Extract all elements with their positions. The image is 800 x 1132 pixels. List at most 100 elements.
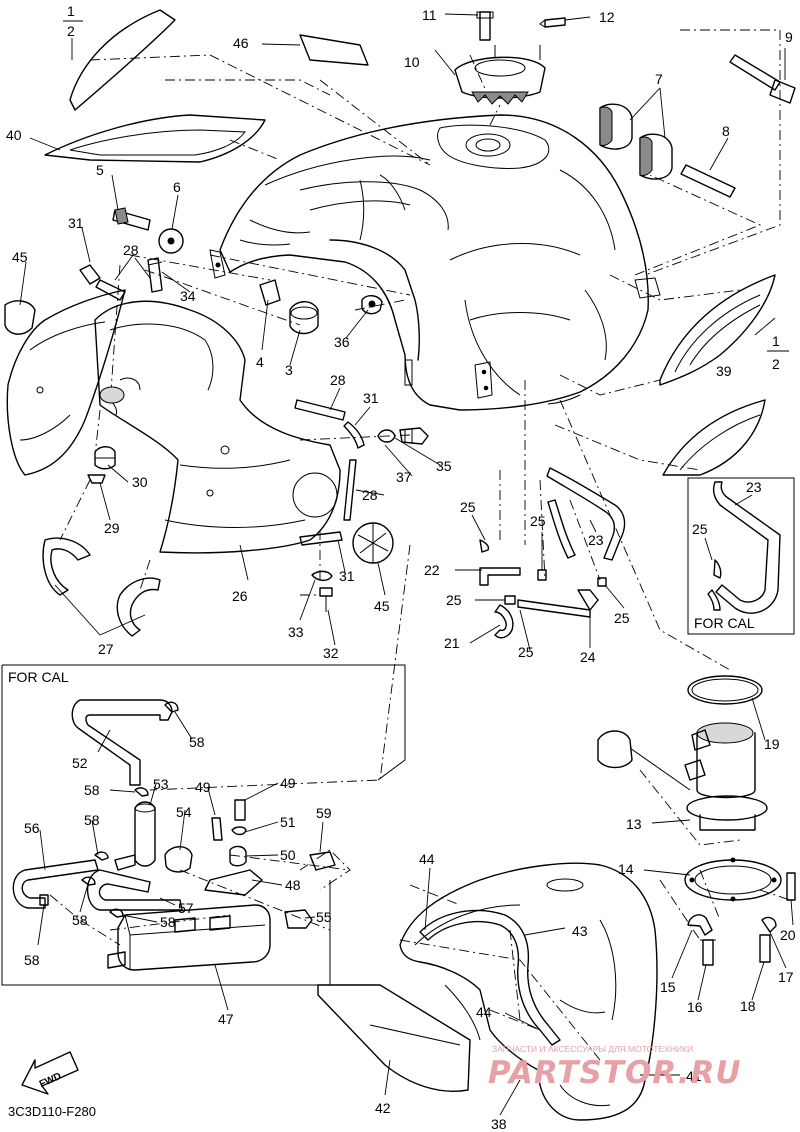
callout-5: 5	[96, 162, 104, 178]
callout-16: 16	[687, 999, 703, 1015]
callout-18: 18	[740, 998, 756, 1014]
graphic-decals	[44, 9, 776, 476]
fwd-label: FWD	[38, 1071, 63, 1090]
callout-58d: 58	[72, 912, 88, 928]
callout-27: 27	[98, 641, 114, 657]
callout-49a: 49	[195, 779, 211, 795]
callout-37: 37	[396, 469, 412, 485]
callout-1a: 1	[67, 3, 75, 19]
callout-38: 38	[491, 1116, 507, 1132]
callout-6: 6	[173, 179, 181, 195]
callout-58f: 58	[24, 952, 40, 968]
callout-26: 26	[232, 588, 248, 604]
callout-8: 8	[722, 123, 730, 139]
assembly-lines	[49, 29, 791, 1061]
callout-10: 10	[404, 54, 420, 70]
callout-25c: 25	[446, 592, 462, 608]
callout-56: 56	[24, 820, 40, 836]
callout-51: 51	[280, 814, 296, 830]
lower-tank-cover	[399, 862, 658, 1121]
for-cal-label-large: FOR CAL	[8, 669, 69, 685]
callout-7: 7	[655, 71, 663, 87]
callout-58b: 58	[84, 782, 100, 798]
fuel-pump-assembly	[597, 675, 796, 966]
callout-25d: 25	[614, 610, 630, 626]
callout-2a: 2	[67, 23, 75, 39]
for-cal-box-small	[687, 477, 795, 635]
callout-25e: 25	[518, 644, 534, 660]
fuel-tank-body	[209, 114, 661, 411]
callout-58c: 58	[84, 812, 100, 828]
callout-23a: 23	[588, 532, 604, 548]
callout-59: 59	[316, 805, 332, 821]
callout-28a: 28	[123, 242, 139, 258]
callout-17: 17	[778, 969, 794, 985]
callout-2b: 2	[772, 356, 780, 372]
callout-53: 53	[153, 776, 169, 792]
callout-31a: 31	[68, 215, 84, 231]
callout-58a: 58	[189, 734, 205, 750]
filler-cap-assembly	[454, 11, 566, 105]
callout-11: 11	[422, 7, 437, 23]
callout-12: 12	[599, 9, 615, 25]
callout-40: 40	[6, 127, 22, 143]
callout-57: 57	[178, 900, 194, 916]
callout-34: 34	[180, 288, 196, 304]
callout-numbers: 1 2 46 40 5 6 31 28 45 34 4 3 36 11 12 1…	[6, 3, 796, 1132]
callout-35: 35	[436, 458, 452, 474]
for-cal-box-large	[1, 664, 406, 1095]
callout-9: 9	[785, 29, 793, 45]
callout-42: 42	[375, 1100, 391, 1116]
callout-54: 54	[176, 804, 192, 820]
callout-19: 19	[764, 736, 780, 752]
callout-46: 46	[233, 35, 249, 51]
callout-21: 21	[444, 635, 460, 651]
callout-44b: 44	[476, 1004, 492, 1020]
callout-28c: 28	[362, 487, 378, 503]
callout-36: 36	[334, 334, 350, 350]
callout-1b: 1	[772, 333, 780, 349]
callout-52: 52	[72, 755, 88, 771]
small-hardware-center	[292, 399, 429, 612]
callout-48: 48	[285, 877, 301, 893]
callout-55: 55	[316, 909, 332, 925]
watermark: ЗАПЧАСТИ И АКСЕССУАРЫ ДЛЯ МОТОТЕХНИКИ PA…	[488, 1044, 742, 1091]
emblem-46	[299, 34, 369, 66]
callout-25f: 25	[692, 521, 708, 537]
mount-bolt-and-collars	[599, 54, 796, 198]
callout-31c: 31	[339, 568, 355, 584]
callout-47: 47	[218, 1011, 234, 1027]
protector-pad-42	[317, 984, 471, 1092]
callout-25b: 25	[530, 513, 546, 529]
callout-45a: 45	[12, 249, 28, 265]
fuel-hoses	[479, 467, 626, 639]
callout-41: 41	[686, 1068, 702, 1084]
fwd-indicator: FWD	[38, 1071, 63, 1090]
callout-4: 4	[256, 354, 264, 370]
diagram-code: 3C3D110-F280	[8, 1104, 96, 1119]
callout-3: 3	[285, 362, 293, 378]
small-hardware-left	[4, 207, 383, 637]
callout-24: 24	[580, 649, 596, 665]
callout-23b: 23	[746, 479, 762, 495]
callout-44a: 44	[419, 851, 435, 867]
callout-50: 50	[280, 847, 296, 863]
callout-28b: 28	[330, 372, 346, 388]
leader-lines	[19, 13, 794, 1116]
callout-45b: 45	[374, 598, 390, 614]
callout-22: 22	[424, 562, 440, 578]
for-cal-label-small: FOR CAL	[694, 615, 755, 631]
side-cover-left	[94, 300, 341, 554]
callout-13: 13	[626, 816, 642, 832]
left-outer-panel	[6, 289, 126, 476]
callout-30: 30	[132, 474, 148, 490]
callout-39: 39	[716, 363, 732, 379]
watermark-brand: PARTSTOR.RU	[488, 1055, 742, 1091]
callout-33: 33	[288, 624, 304, 640]
watermark-tagline: ЗАПЧАСТИ И АКСЕССУАРЫ ДЛЯ МОТОТЕХНИКИ	[492, 1044, 693, 1054]
callout-32: 32	[323, 645, 339, 661]
callout-43: 43	[572, 923, 588, 939]
callout-49b: 49	[280, 775, 296, 791]
callout-20: 20	[780, 927, 796, 943]
callout-29: 29	[104, 520, 120, 536]
